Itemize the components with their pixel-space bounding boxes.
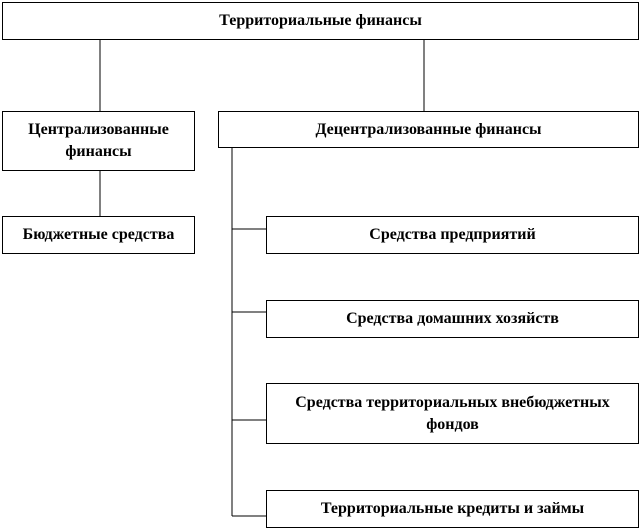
household-funds-label: Средства домашних хозяйств xyxy=(346,310,559,327)
decentralized-finances-node: Децентрализованные финансы xyxy=(218,111,639,148)
budget-funds-node: Бюджетные средства xyxy=(2,216,195,254)
enterprise-funds-node: Средства предприятий xyxy=(266,216,639,254)
centralized-finances-label: Централизованные финансы xyxy=(28,121,169,160)
root-node-label: Территориальные финансы xyxy=(219,12,422,29)
centralized-finances-node: Централизованные финансы xyxy=(2,111,195,171)
extrabudgetary-funds-node: Средства территориальных внебюджетных фо… xyxy=(266,383,639,444)
root-node: Территориальные финансы xyxy=(2,2,639,40)
enterprise-funds-label: Средства предприятий xyxy=(369,226,536,243)
household-funds-node: Средства домашних хозяйств xyxy=(266,300,639,338)
decentralized-finances-label: Децентрализованные финансы xyxy=(315,120,542,138)
budget-funds-label: Бюджетные средства xyxy=(22,226,175,243)
extrabudgetary-funds-label: Средства территориальных внебюджетных фо… xyxy=(295,393,610,433)
credits-loans-node: Территориальные кредиты и займы xyxy=(266,490,639,528)
credits-loans-label: Территориальные кредиты и займы xyxy=(320,500,585,517)
